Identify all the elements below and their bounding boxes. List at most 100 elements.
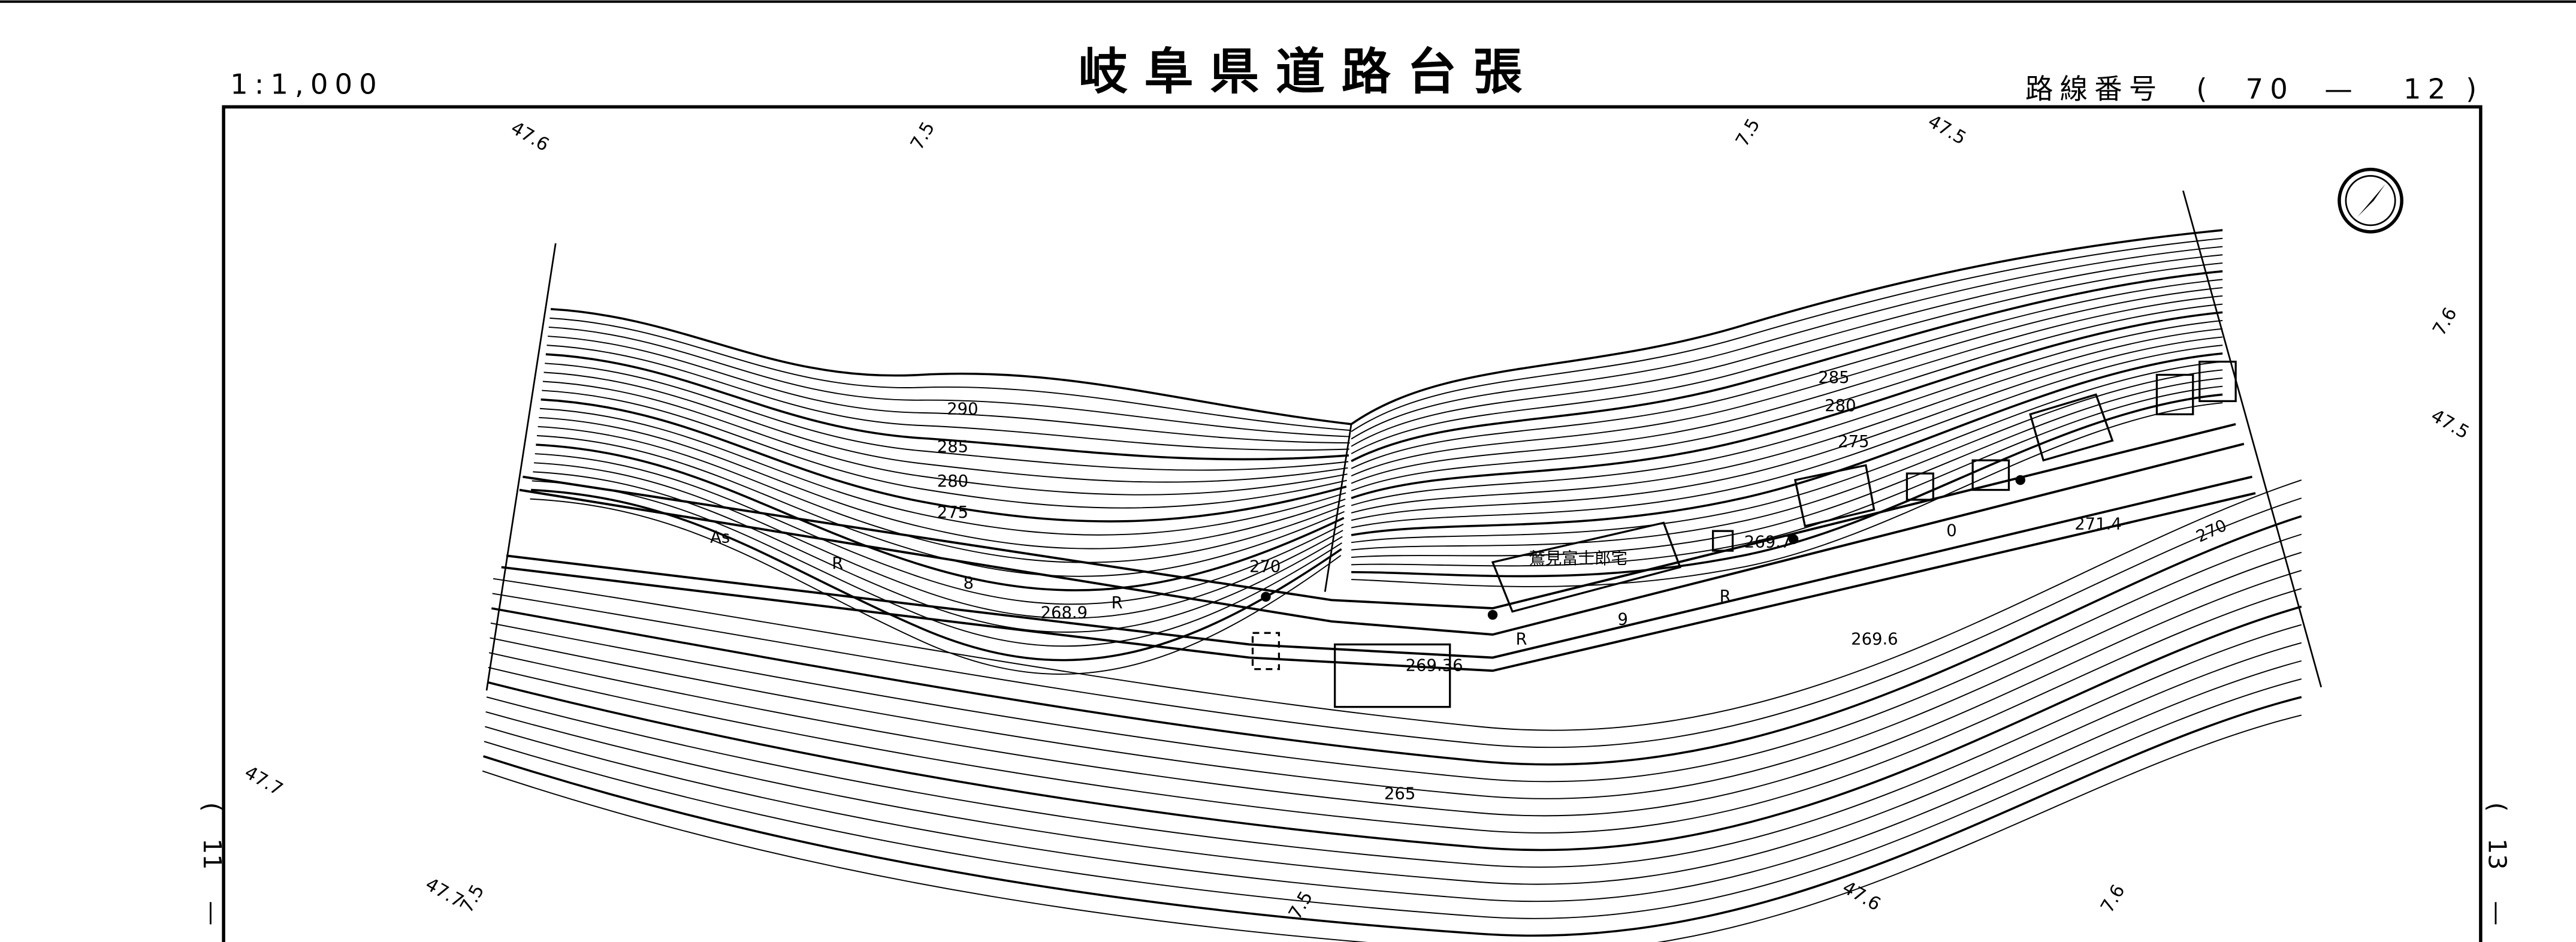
svg-text:275: 275 bbox=[1838, 433, 1869, 451]
contour-line bbox=[492, 497, 2302, 748]
contour-line bbox=[537, 425, 1345, 563]
contour-line bbox=[1351, 369, 2223, 551]
contour-line bbox=[540, 398, 1347, 523]
contour-line bbox=[1351, 393, 2223, 578]
svg-text:—: — bbox=[198, 901, 227, 925]
svg-text:269.36: 269.36 bbox=[1406, 656, 1463, 675]
contour-line bbox=[487, 605, 2302, 852]
contour-line bbox=[485, 642, 2302, 885]
contour-line bbox=[548, 336, 1350, 444]
spot-heights: 268.9 269.36 269.7 271.4 269.6 bbox=[1041, 515, 2122, 675]
map-frame bbox=[222, 105, 2483, 942]
residence-label: 鷲見富士郎宅 bbox=[1529, 550, 1627, 568]
contour-line bbox=[546, 345, 1349, 451]
svg-text:R: R bbox=[1720, 587, 1731, 606]
svg-text:290: 290 bbox=[947, 400, 978, 418]
svg-text:271.4: 271.4 bbox=[2074, 515, 2122, 533]
contour-line bbox=[490, 551, 2302, 799]
contour-line bbox=[486, 624, 2302, 868]
svg-text:269.7: 269.7 bbox=[1744, 533, 1792, 552]
contour-line bbox=[1351, 352, 2223, 536]
scale-label: 1:1,000 bbox=[230, 68, 383, 100]
svg-text:280: 280 bbox=[1825, 397, 1856, 415]
contour-line bbox=[1351, 237, 2223, 432]
svg-text:12: 12 bbox=[2403, 73, 2452, 105]
contour-line bbox=[485, 660, 2302, 902]
svg-text:265: 265 bbox=[1384, 784, 1415, 803]
contour-line bbox=[483, 696, 2302, 937]
right-sheet-ref: ( 13 — bbox=[2483, 802, 2512, 926]
svg-text:9: 9 bbox=[1618, 611, 1628, 629]
contour-line bbox=[534, 462, 1343, 619]
svg-text:As: As bbox=[710, 528, 730, 547]
contour-line bbox=[534, 453, 1344, 605]
contour-line bbox=[1351, 361, 2223, 544]
route-number: 路線番号 ( 70 — 12 ) bbox=[2025, 73, 2483, 105]
contour-line bbox=[542, 390, 1347, 509]
svg-text:280: 280 bbox=[937, 472, 968, 491]
contour-line bbox=[539, 407, 1346, 536]
contour-line bbox=[533, 471, 1343, 633]
contour-line bbox=[1351, 279, 2223, 469]
contour-line bbox=[1351, 385, 2223, 567]
contour-line bbox=[531, 480, 1343, 647]
contour-line bbox=[539, 416, 1346, 550]
contour-line bbox=[1351, 262, 2223, 455]
svg-text:13: 13 bbox=[2483, 838, 2512, 869]
svg-text:270: 270 bbox=[1249, 558, 1281, 576]
svg-text:(: ( bbox=[2196, 73, 2213, 105]
svg-text:275: 275 bbox=[937, 503, 968, 522]
contour-lines bbox=[482, 229, 2302, 942]
contour-line bbox=[545, 353, 1349, 461]
contour-line bbox=[491, 515, 2302, 766]
svg-text:11: 11 bbox=[198, 838, 227, 869]
contour-line bbox=[490, 533, 2302, 783]
svg-text:0: 0 bbox=[1946, 521, 1956, 540]
svg-text:(: ( bbox=[198, 802, 227, 812]
svg-text:): ) bbox=[2466, 73, 2483, 105]
svg-text:70: 70 bbox=[2246, 73, 2294, 105]
page-title: 岐阜県道路台張 bbox=[1079, 44, 1539, 101]
contour-line bbox=[1351, 402, 2223, 587]
contour-line bbox=[1351, 254, 2223, 447]
contour-line bbox=[536, 435, 1345, 577]
contour-line bbox=[1351, 270, 2223, 463]
svg-text:8: 8 bbox=[964, 574, 974, 593]
contour-line bbox=[493, 479, 2302, 731]
contour-line bbox=[482, 714, 2302, 942]
buildings bbox=[1251, 360, 2237, 708]
svg-text:R: R bbox=[1515, 630, 1527, 648]
contour-line bbox=[1351, 246, 2223, 440]
svg-text:R: R bbox=[832, 554, 843, 573]
contour-line bbox=[1351, 378, 2223, 558]
svg-text:—: — bbox=[2324, 73, 2359, 105]
svg-text:285: 285 bbox=[1818, 369, 1849, 387]
contour-line bbox=[1351, 287, 2223, 477]
contour-line bbox=[542, 381, 1348, 496]
contour-line bbox=[1351, 336, 2223, 521]
contour-line bbox=[543, 372, 1348, 483]
contour-line bbox=[549, 317, 1351, 431]
svg-text:285: 285 bbox=[937, 437, 968, 456]
contour-line bbox=[548, 326, 1351, 437]
contour-line bbox=[1351, 328, 2223, 514]
svg-text:R: R bbox=[1112, 594, 1123, 612]
contour-line bbox=[488, 570, 2302, 817]
contour-line bbox=[488, 588, 2302, 834]
svg-text:—: — bbox=[2483, 901, 2512, 925]
svg-text:(: ( bbox=[2483, 802, 2512, 812]
control-points bbox=[1261, 475, 2025, 620]
contour-line bbox=[1351, 303, 2223, 491]
contour-line bbox=[545, 363, 1349, 471]
road-labels: As R 8 R R 9 R 0 bbox=[710, 521, 1957, 648]
survey-boundary-left bbox=[485, 243, 557, 691]
svg-text:269.6: 269.6 bbox=[1851, 630, 1898, 648]
road bbox=[501, 422, 2256, 672]
contour-line bbox=[1351, 345, 2223, 529]
contour-line bbox=[536, 443, 1345, 591]
contour-line bbox=[1351, 311, 2223, 499]
contour-line bbox=[550, 307, 1352, 425]
contour-line bbox=[1351, 295, 2223, 484]
svg-text:路線番号: 路線番号 bbox=[2025, 73, 2163, 105]
